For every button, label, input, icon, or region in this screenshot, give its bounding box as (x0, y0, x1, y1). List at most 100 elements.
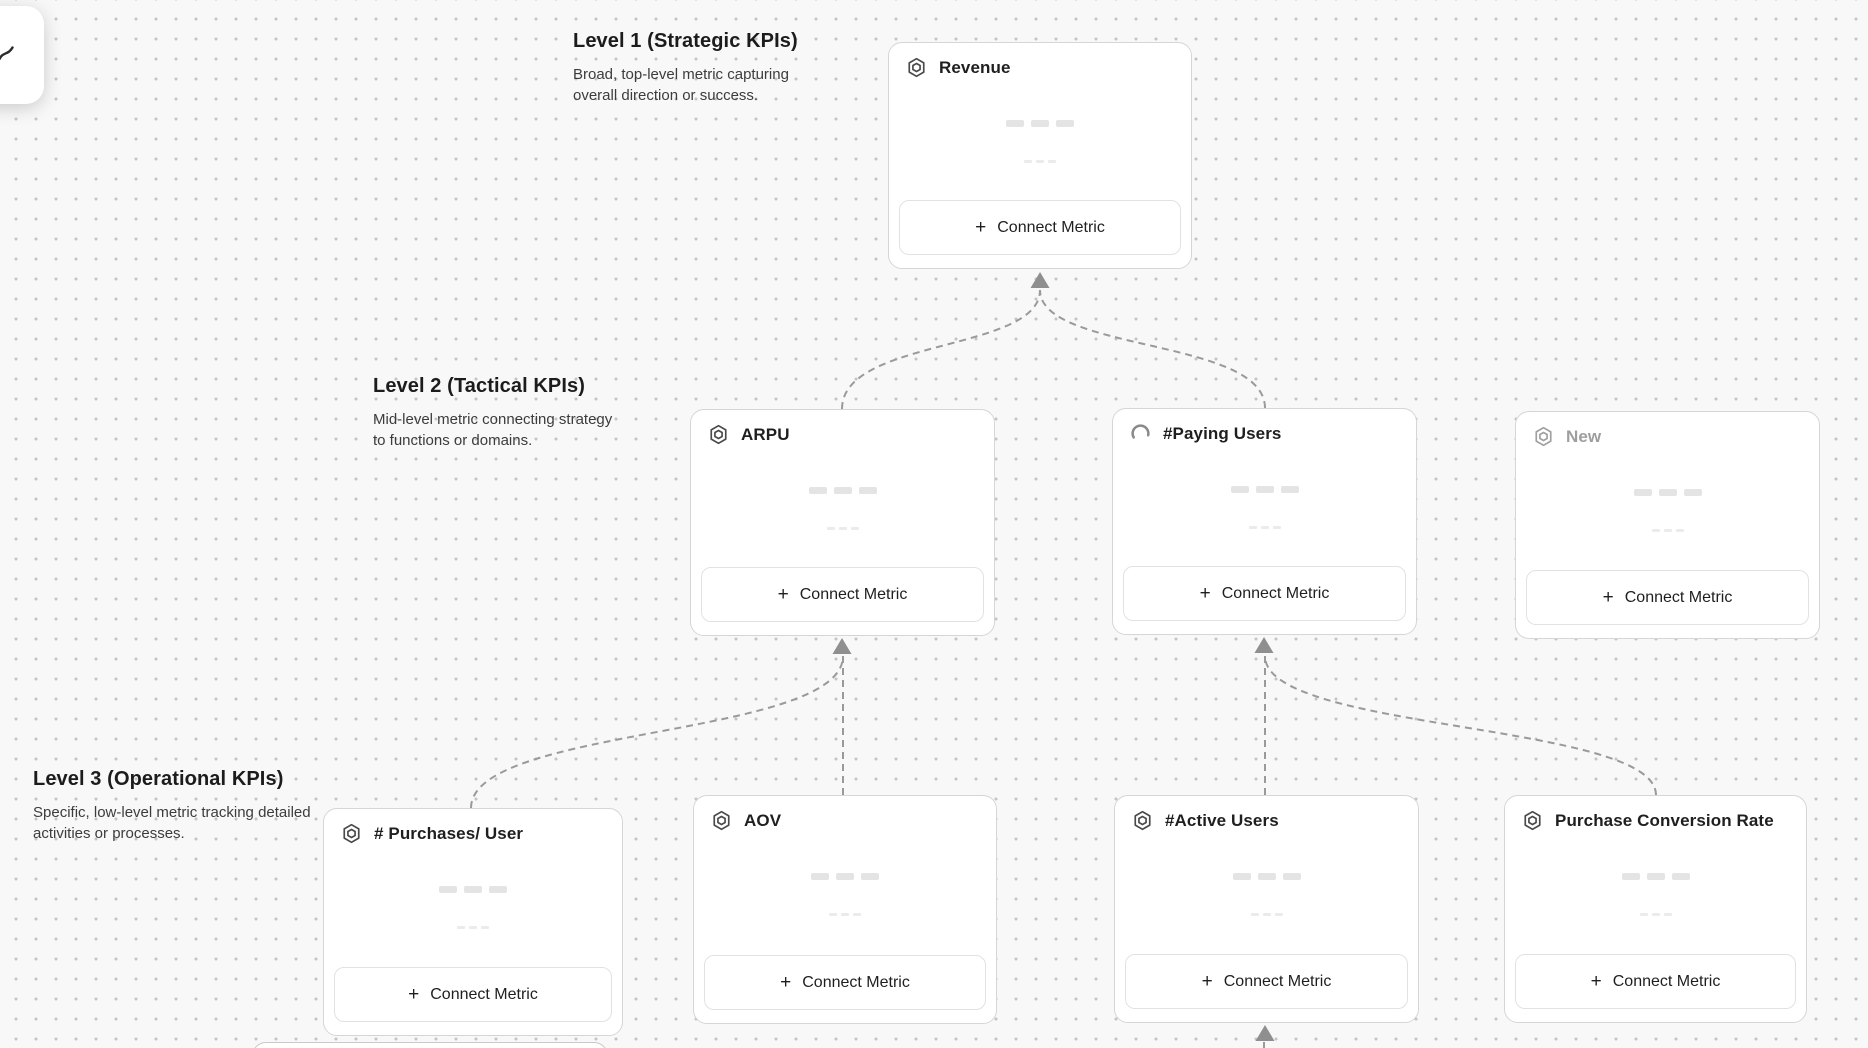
chart-skeleton (889, 120, 1191, 163)
chart-skeleton (694, 873, 996, 916)
skeleton-bars (1230, 486, 1299, 493)
hexagon-badge-icon (1524, 810, 1541, 831)
connect-metric-button[interactable]: + Connect Metric (701, 567, 984, 622)
arrowhead-into-payingusers (1254, 637, 1274, 653)
level-2-title: Level 2 (Tactical KPIs) (373, 375, 586, 397)
skeleton-dashes (1651, 529, 1684, 532)
connect-metric-button[interactable]: + Connect Metric (1515, 954, 1796, 1009)
connect-metric-button[interactable]: + Connect Metric (1526, 570, 1809, 625)
plus-icon: + (975, 217, 987, 238)
card-title: Purchase Conversion Rate (1555, 810, 1774, 830)
chart-skeleton (1516, 489, 1819, 532)
card-title: #Paying Users (1163, 423, 1282, 443)
card-header: New (1533, 426, 1601, 447)
connect-metric-label: Connect Metric (802, 973, 910, 991)
connect-metric-label: Connect Metric (1624, 588, 1733, 606)
connect-metric-button[interactable]: + Connect Metric (1125, 954, 1408, 1009)
level-3-title: Level 3 (Operational KPIs) (33, 768, 284, 790)
skeleton-dashes (1248, 526, 1281, 529)
connect-metric-label: Connect Metric (997, 218, 1105, 236)
arrowhead-into-revenue (1030, 272, 1050, 288)
floating-toolbar-panel[interactable] (0, 6, 44, 104)
plus-icon: + (408, 984, 420, 1005)
level-2-label: Level 2 (Tactical KPIs) Mid-level metric… (373, 375, 615, 452)
connect-metric-label: Connect Metric (430, 985, 538, 1003)
card-title: Revenue (939, 57, 1011, 77)
hexagon-badge-icon (1535, 426, 1552, 447)
card-header: #Active Users (1132, 810, 1279, 831)
plus-icon: + (777, 584, 789, 605)
skeleton-dashes (1024, 160, 1056, 163)
hexagon-badge-icon (908, 57, 925, 78)
chart-skeleton (324, 886, 622, 929)
skeleton-dashes (457, 926, 489, 929)
plus-icon: + (1602, 587, 1614, 608)
connect-metric-label: Connect Metric (1223, 972, 1332, 990)
card-header: # Purchases/ User (341, 823, 523, 844)
level-3-label: Level 3 (Operational KPIs) Specific, low… (33, 768, 321, 845)
skeleton-bars (1006, 120, 1074, 127)
hexagon-badge-icon (710, 424, 727, 445)
plus-icon: + (1199, 583, 1211, 604)
metric-card-revenue[interactable]: Revenue + Connect Metric (888, 42, 1192, 269)
edge-purchases-to-arpu (470, 655, 844, 809)
card-title: ARPU (741, 424, 790, 444)
card-title: AOV (744, 810, 782, 830)
chart-skeleton (691, 487, 994, 530)
connect-metric-label: Connect Metric (1612, 972, 1721, 990)
skeleton-bars (439, 886, 507, 893)
plus-icon: + (780, 972, 792, 993)
loading-spinner-icon (1131, 424, 1150, 443)
level-1-title: Level 1 (Strategic KPIs) (573, 30, 798, 52)
metric-card-paying-users[interactable]: #Paying Users + Connect Metric (1112, 408, 1417, 635)
skeleton-dashes (829, 913, 861, 916)
arrowhead-into-activeusers (1255, 1025, 1275, 1041)
chart-skeleton (1505, 873, 1806, 916)
cursor-scribble-icon (0, 46, 14, 61)
metric-card-active-users[interactable]: #Active Users + Connect Metric (1114, 795, 1419, 1023)
metric-card-partial-bottom[interactable] (252, 1042, 608, 1048)
plus-icon: + (1590, 971, 1602, 992)
plus-icon: + (1201, 971, 1213, 992)
chart-skeleton (1115, 873, 1418, 916)
level-3-description: Specific, low-level metric tracking deta… (33, 804, 311, 843)
level-1-label: Level 1 (Strategic KPIs) Broad, top-leve… (573, 30, 825, 107)
metric-card-new[interactable]: New + Connect Metric (1515, 411, 1820, 639)
level-2-description: Mid-level metric connecting strategy to … (373, 411, 613, 450)
card-header: Purchase Conversion Rate (1522, 810, 1774, 831)
edge-arpu-to-revenue (841, 289, 1041, 410)
skeleton-bars (808, 487, 877, 494)
card-header: AOV (711, 810, 781, 831)
arrowhead-into-arpu (832, 638, 852, 654)
connect-metric-label: Connect Metric (1221, 584, 1330, 602)
connect-metric-button[interactable]: + Connect Metric (334, 967, 612, 1022)
skeleton-bars (1633, 489, 1702, 496)
chart-skeleton (1113, 486, 1416, 529)
connect-metric-button[interactable]: + Connect Metric (704, 955, 986, 1010)
hexagon-badge-icon (713, 810, 730, 831)
skeleton-dashes (1250, 913, 1283, 916)
card-title: #Active Users (1165, 810, 1279, 830)
card-header: #Paying Users (1130, 423, 1281, 444)
hexagon-badge-icon (343, 823, 360, 844)
hexagon-badge-icon (1134, 810, 1151, 831)
card-title: New (1566, 426, 1602, 446)
skeleton-bars (811, 873, 879, 880)
edge-payingusers-to-revenue (1039, 289, 1266, 409)
connect-metric-button[interactable]: + Connect Metric (899, 200, 1181, 255)
metric-card-purchase-conversion-rate[interactable]: Purchase Conversion Rate + Connect Metri… (1504, 795, 1807, 1023)
card-header: Revenue (906, 57, 1011, 78)
card-header: ARPU (708, 424, 790, 445)
connect-metric-label: Connect Metric (799, 585, 908, 603)
metric-card-aov[interactable]: AOV + Connect Metric (693, 795, 997, 1024)
metric-card-purchases-per-user[interactable]: # Purchases/ User + Connect Metric (323, 808, 623, 1036)
metric-card-arpu[interactable]: ARPU + Connect Metric (690, 409, 995, 636)
skeleton-dashes (826, 527, 859, 530)
card-title: # Purchases/ User (374, 823, 524, 843)
edge-conversionrate-to-payingusers (1264, 655, 1657, 796)
connect-metric-button[interactable]: + Connect Metric (1123, 566, 1406, 621)
skeleton-bars (1621, 873, 1690, 880)
skeleton-bars (1232, 873, 1301, 880)
